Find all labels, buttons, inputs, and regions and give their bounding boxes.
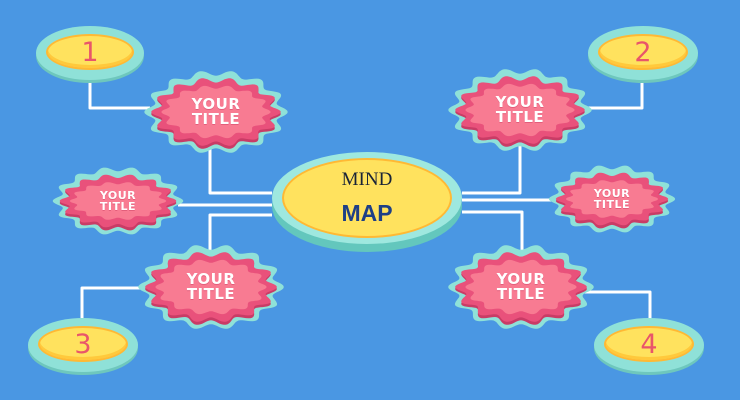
connector-badge-2 [582,78,644,110]
number-badge-2: 2 [588,26,698,80]
flower-core [155,259,267,315]
connector-topic-top-left [208,145,272,195]
connector-topic-top-right [462,145,522,195]
central-title-line2: MAP [341,200,393,226]
number-badge-label: 2 [634,36,652,68]
connector-badge-1 [88,78,150,110]
number-badge-3: 3 [28,318,138,372]
topic-title: YOUR TITLE [593,186,631,211]
topic-title: YOUR TITLE [186,269,236,303]
flower-core [465,83,575,137]
flower-core [161,85,271,139]
central-node: MIND MAP [272,152,462,252]
topic-node-bottom-left: YOUR TITLE [138,245,284,329]
connector-badge-3 [80,286,150,318]
flower-core [465,259,577,315]
number-badge-1: 1 [36,26,144,80]
number-badge-label: 3 [74,328,92,360]
connector-badge-4 [582,290,652,320]
number-badge-4: 4 [594,318,704,372]
connector-topic-bottom-left [208,213,272,262]
topic-title: YOUR TITLE [496,269,546,303]
topic-node-top-left: YOUR TITLE [144,71,288,153]
flower-core [566,180,658,218]
topic-node-bottom-right: YOUR TITLE [448,245,594,329]
number-badge-label: 1 [81,36,99,68]
topic-node-left: YOUR TITLE [52,167,184,235]
central-title-line1: MIND [341,169,393,190]
topic-title: YOUR TITLE [191,94,241,128]
number-badge-label: 4 [640,328,658,360]
topic-node-right: YOUR TITLE [548,165,676,233]
topic-title: YOUR TITLE [99,188,137,213]
connector-topic-bottom-right [462,210,524,262]
topic-title: YOUR TITLE [495,92,545,126]
flower-core [69,182,167,220]
topic-node-top-right: YOUR TITLE [448,69,592,151]
